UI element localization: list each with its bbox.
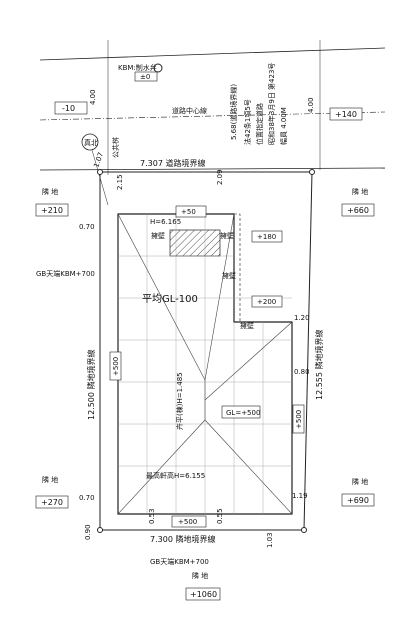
- eave-height: 最高軒高H=6.155: [146, 471, 205, 480]
- level-box-west-lower: [35, 495, 69, 509]
- north-mark-label: 真北: [84, 138, 98, 147]
- dim-400-right: 4.00: [307, 97, 315, 113]
- dim-070-bot: 0.70: [79, 494, 95, 502]
- level-ne-road: +140: [335, 110, 357, 119]
- level-box-west-upper: [35, 203, 69, 217]
- hatched-area: [169, 229, 221, 257]
- dim-400-left: 4.00: [89, 89, 97, 105]
- level-west-inner: +500: [112, 357, 120, 376]
- building-grid: [118, 214, 292, 514]
- road-boundary-line: [39, 167, 386, 171]
- benchmark-icon: [153, 63, 163, 73]
- level-site-ne: +180: [257, 233, 276, 241]
- road-center-label: 道路中心線: [172, 106, 207, 115]
- level-box-south: [185, 587, 221, 601]
- level-site-top: +50: [181, 208, 196, 216]
- dim-053: 0.53: [148, 508, 156, 524]
- wall-line: [234, 213, 241, 322]
- level-site-mid: +200: [257, 298, 276, 306]
- level-bottom-inner: +500: [178, 518, 197, 526]
- dim-090: 0.90: [84, 524, 92, 540]
- dim-119: 1.19: [292, 492, 308, 500]
- wall-label-3: 擁壁: [222, 271, 236, 280]
- level-nw-road: -10: [62, 104, 75, 113]
- neighbor-east-upper: 隣 地: [352, 187, 368, 196]
- neighbor-south: 隣 地: [192, 571, 208, 580]
- level-box-west-inner: [109, 351, 122, 381]
- level-box-east-lower: [341, 493, 375, 507]
- benchmark-box: [134, 71, 158, 82]
- level-west-upper: +210: [41, 206, 63, 215]
- corner-sw: [97, 527, 103, 533]
- dim-120: 1.20: [294, 314, 310, 322]
- corner-ne: [309, 169, 315, 175]
- level-east-inner: +500: [295, 410, 303, 429]
- level-box-site-mid: [251, 295, 283, 308]
- east-boundary-label: 12.555 隣地境界線: [314, 329, 324, 400]
- road-law-3: 昭和38年3月9日 第423号: [267, 63, 276, 145]
- level-box-east-upper: [341, 203, 375, 217]
- site-boundary: [99, 171, 313, 531]
- level-box-east-inner: [292, 404, 305, 434]
- benchmark-label: KBM:制水弁: [118, 63, 157, 72]
- dim-055: 0.55: [216, 508, 224, 524]
- benchmark-value: ±0: [140, 73, 150, 81]
- dim-103: 1.03: [266, 532, 274, 548]
- gb-bottom-label: GB天端KBM+700: [150, 557, 209, 566]
- level-east-lower: +690: [347, 496, 369, 505]
- road-law-4: 幅員 4.00M: [279, 107, 288, 145]
- level-box-gl: [221, 405, 261, 419]
- road-edge-north: [39, 47, 386, 61]
- dim-070-top: 0.70: [79, 223, 95, 231]
- level-south: +1060: [190, 590, 217, 599]
- road-center-line: [39, 111, 386, 121]
- dim-215: 2.15: [116, 174, 124, 190]
- wall-label-4: 擁壁: [240, 321, 254, 330]
- neighbor-west-upper: 隣 地: [42, 187, 58, 196]
- dim-209: 2.09: [216, 169, 224, 185]
- dim-107: 1.07: [92, 151, 105, 168]
- ridge-height: 卉平(棟)H=1.485: [175, 372, 184, 430]
- level-east-upper: +660: [347, 206, 369, 215]
- neighbor-west-lower: 隣 地: [42, 475, 58, 484]
- neighbor-east-lower: 隣 地: [352, 477, 368, 486]
- level-box-ne-road: [329, 107, 363, 121]
- road-boundary-label: 7.307 道路境界線: [140, 158, 205, 168]
- level-box-nw-road: [54, 101, 88, 115]
- level-box-site-top: [175, 205, 207, 218]
- corner-se: [301, 527, 307, 533]
- level-west-lower: +270: [41, 498, 63, 507]
- road-law-2: 位置指定道路: [255, 103, 264, 145]
- corner-nw: [97, 169, 103, 175]
- road-vertical-dim: 5.68(道路境界線): [229, 84, 238, 140]
- level-box-site-ne: [251, 230, 283, 243]
- west-boundary-label: 12.500 隣地境界線: [86, 349, 96, 420]
- level-gl: GL=+500: [226, 409, 260, 417]
- dim-080: 0.80: [294, 368, 310, 376]
- wall-label-1: 擁壁: [151, 231, 165, 240]
- road-law-1: 法42条1項5号: [243, 99, 252, 145]
- roof-lines: [117, 213, 293, 515]
- max-height: H=6.165: [150, 218, 181, 226]
- south-boundary-label: 7.300 隣地境界線: [150, 534, 215, 544]
- gb-top-label: GB天端KBM+700: [36, 269, 95, 278]
- wall-label-2: 擁壁: [220, 231, 234, 240]
- meridian-label: 公共桝: [111, 137, 120, 158]
- north-mark-icon: [81, 133, 99, 151]
- average-gl: 平均GL-100: [142, 293, 198, 305]
- level-box-bottom-inner: [171, 515, 207, 528]
